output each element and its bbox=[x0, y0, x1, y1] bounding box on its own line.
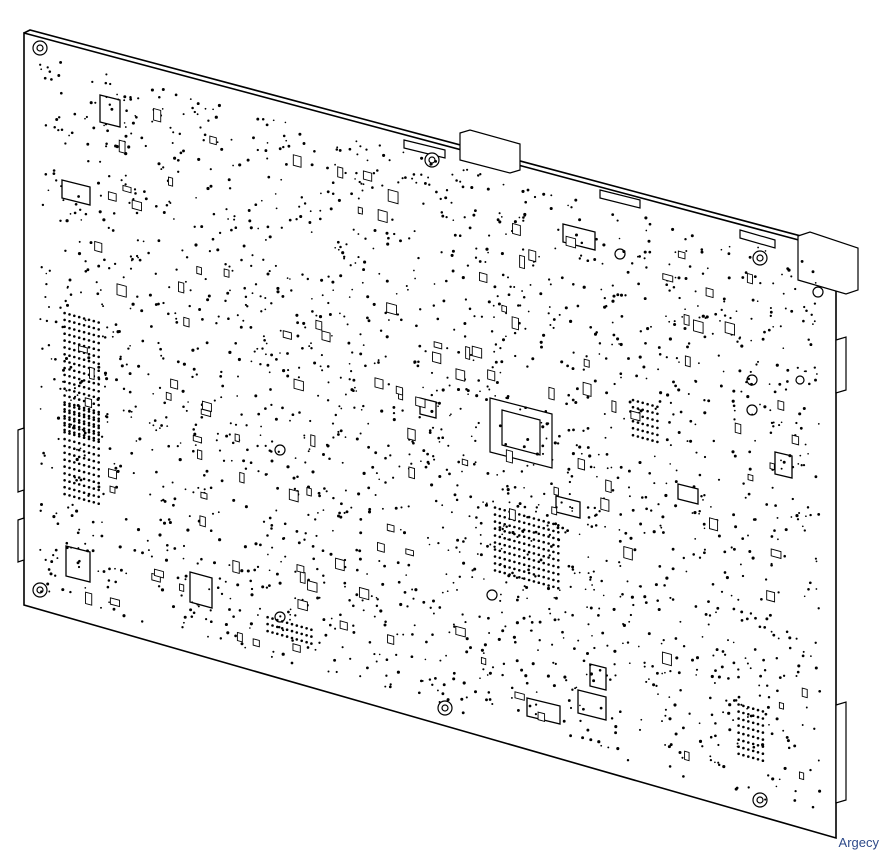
small-components bbox=[78, 107, 808, 781]
ic-packages bbox=[61, 94, 793, 725]
edge-connectors bbox=[17, 129, 859, 804]
main-processor-chip bbox=[489, 397, 553, 469]
board-outline bbox=[23, 29, 843, 840]
component-pads bbox=[39, 60, 822, 809]
watermark-text: Argecy bbox=[838, 835, 879, 850]
